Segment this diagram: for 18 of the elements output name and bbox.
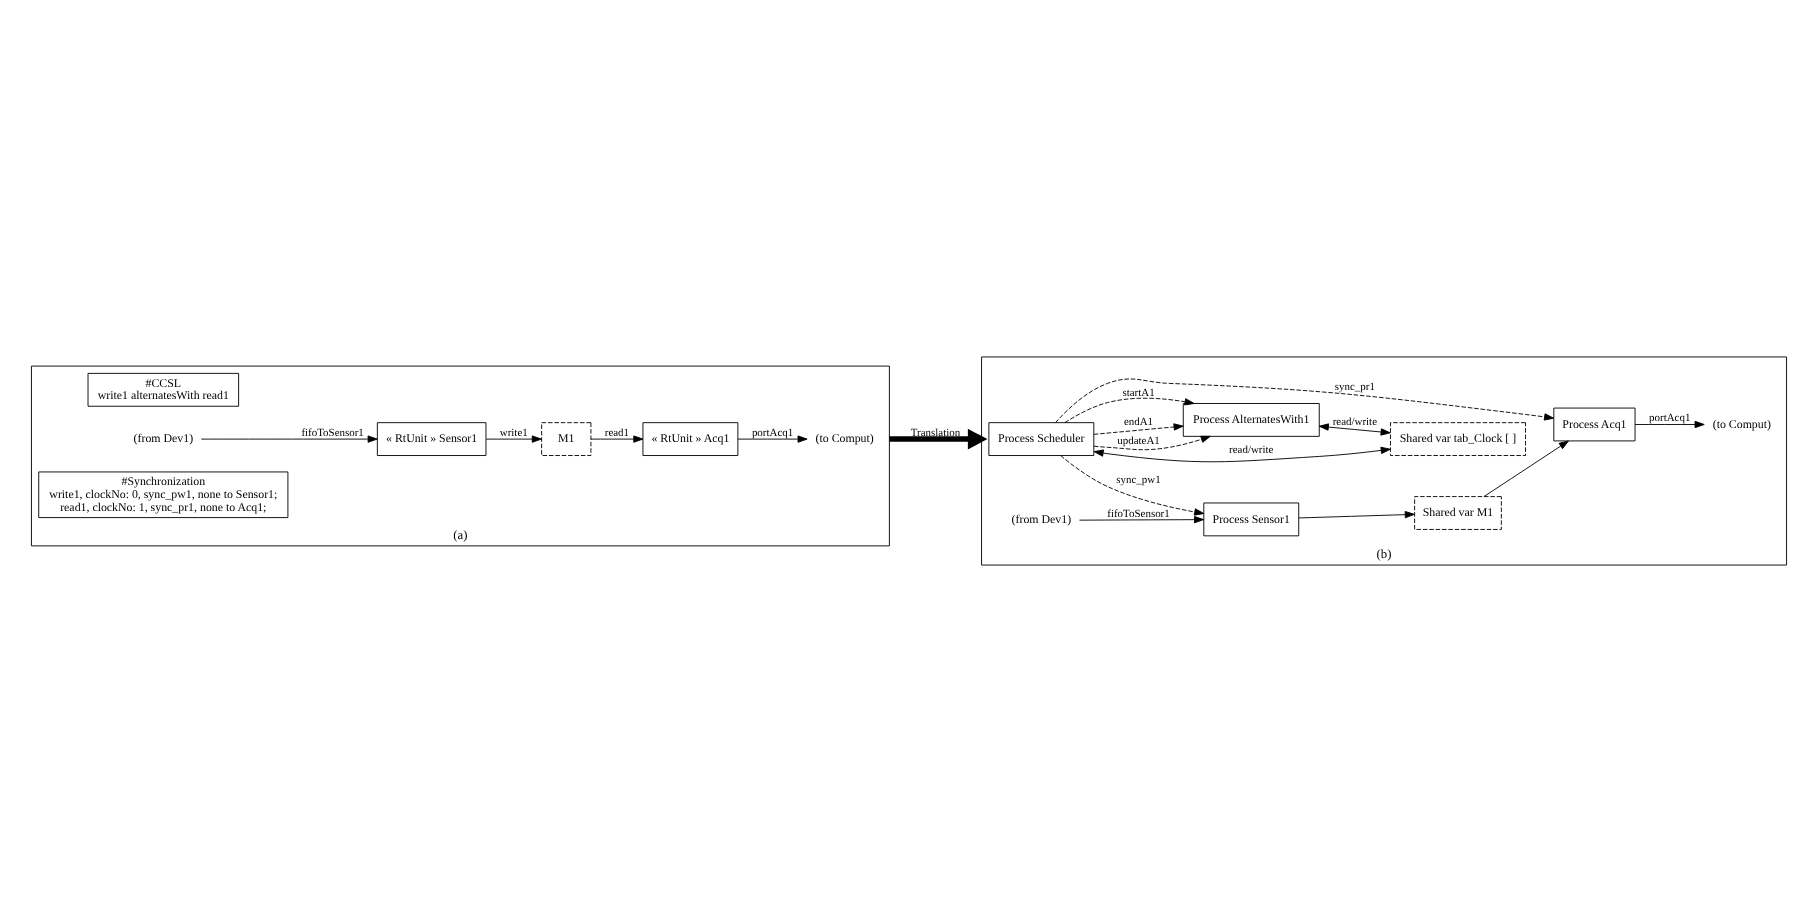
cluster	[31, 365, 890, 547]
arrow	[1093, 435, 1211, 451]
arrow	[1298, 511, 1415, 519]
arrow	[889, 428, 988, 450]
arrow	[1064, 397, 1195, 424]
arrow	[1634, 420, 1705, 429]
arrow	[1093, 446, 1391, 463]
arrow	[1093, 423, 1184, 435]
arrow	[737, 435, 808, 443]
arrow	[1079, 516, 1205, 524]
arrow	[590, 435, 644, 443]
arrow	[485, 435, 542, 443]
arrow	[1055, 378, 1555, 424]
cluster	[981, 356, 1787, 566]
arrow	[200, 435, 378, 443]
arrow	[1318, 423, 1391, 436]
arrow	[1483, 440, 1569, 498]
arrow	[1060, 455, 1205, 516]
